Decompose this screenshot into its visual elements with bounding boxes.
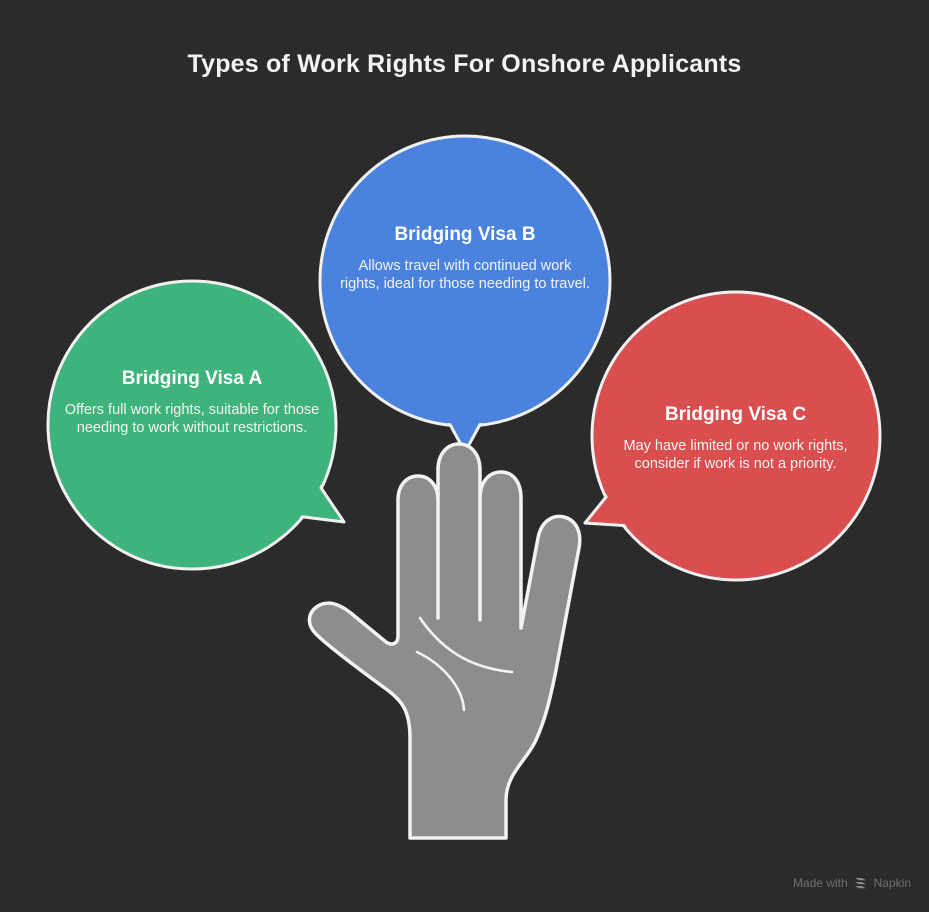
footer-attribution: Made with Napkin (793, 876, 911, 890)
bubble-a-body-fill (50, 283, 334, 567)
footer-made-with-label: Made with (792, 876, 848, 890)
open-hand-icon (307, 442, 582, 840)
bubble-c-body-fill (594, 294, 878, 578)
hand-palm-crease-upper (418, 616, 514, 674)
napkin-logo-icon (854, 876, 868, 890)
hand-silhouette-path (307, 442, 582, 840)
page-title: Types of Work Rights For Onshore Applica… (187, 50, 742, 78)
footer-brand-label: Napkin (873, 876, 911, 890)
hand-palm-crease-lower (415, 650, 466, 712)
bubble-b-body-fill (322, 138, 608, 424)
